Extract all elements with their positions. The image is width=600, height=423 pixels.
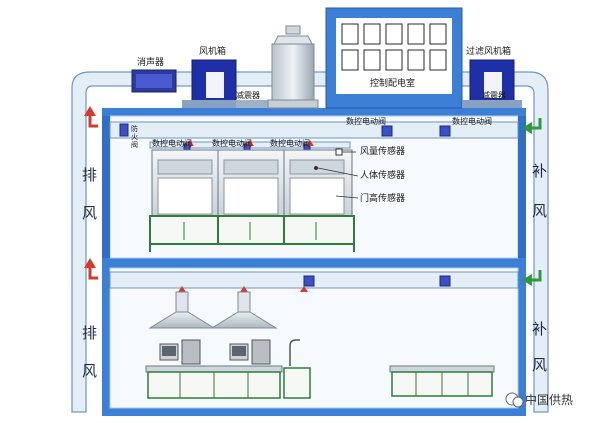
label-valve-hood-3: 数控电动阀 [270,139,310,148]
sensor-dots [314,148,343,170]
exhaust-text-upper-2: 风 [82,204,98,222]
up-flow-arrows [178,140,314,292]
exhaust-text-lower-1: 排 [82,324,98,342]
fan-box-unit [182,59,246,108]
fume-hood-row-upper [149,149,355,252]
muffler-unit [131,69,177,93]
label-valve-hood-2: 数控电动阀 [212,139,252,148]
filter-fan-box-unit [462,59,522,108]
supply-arrow-lower [522,270,542,286]
watermark-text: 中国供热 [525,393,574,407]
label-airflow-sensor: 风量传感器 [360,147,406,157]
label-valve-hood-1: 数控电动阀 [152,139,192,148]
supply-text-lower-2: 风 [532,356,548,374]
supply-text-upper-1: 补 [532,162,548,180]
label-control-room: 控制配电室 [370,79,416,89]
damper-left-unit [236,100,276,108]
sensor-leader-lines [317,151,359,199]
lab-bench-right [389,365,495,397]
valve-markers [119,123,451,287]
label-valve-top-b: 数控电动阀 [452,117,492,126]
label-valve-top-a: 数控电动阀 [346,117,386,126]
exhaust-text-lower-2: 风 [82,362,98,380]
wechat-logo-icon [505,392,524,408]
canopy-hood-2 [210,291,278,329]
supply-text-upper-2: 风 [532,202,548,220]
control-room-building [325,7,463,109]
exhaust-arrow-lower [84,258,98,280]
exhaust-arrow-upper [84,106,98,128]
label-damper-right: 减震器 [482,91,506,100]
scrubber-tower [267,25,319,109]
supply-arrow-upper [522,118,542,134]
exhaust-text-upper-1: 排 [82,166,98,184]
label-muffler: 消声器 [137,58,165,68]
label-damper-left: 减震器 [236,91,260,100]
supply-text-lower-1: 补 [532,320,548,338]
label-fan-box: 风机箱 [199,47,227,57]
label-body-sensor: 人体传感器 [360,171,406,181]
label-filter-fan-box: 过滤风机箱 [466,47,512,57]
label-fire-damper: 防火阀 [131,125,138,149]
lab-bench-left [145,339,311,399]
supply-duct-right [511,71,549,413]
label-door-height-sensor: 门高传感器 [360,194,406,204]
instrument-computers [159,339,271,365]
